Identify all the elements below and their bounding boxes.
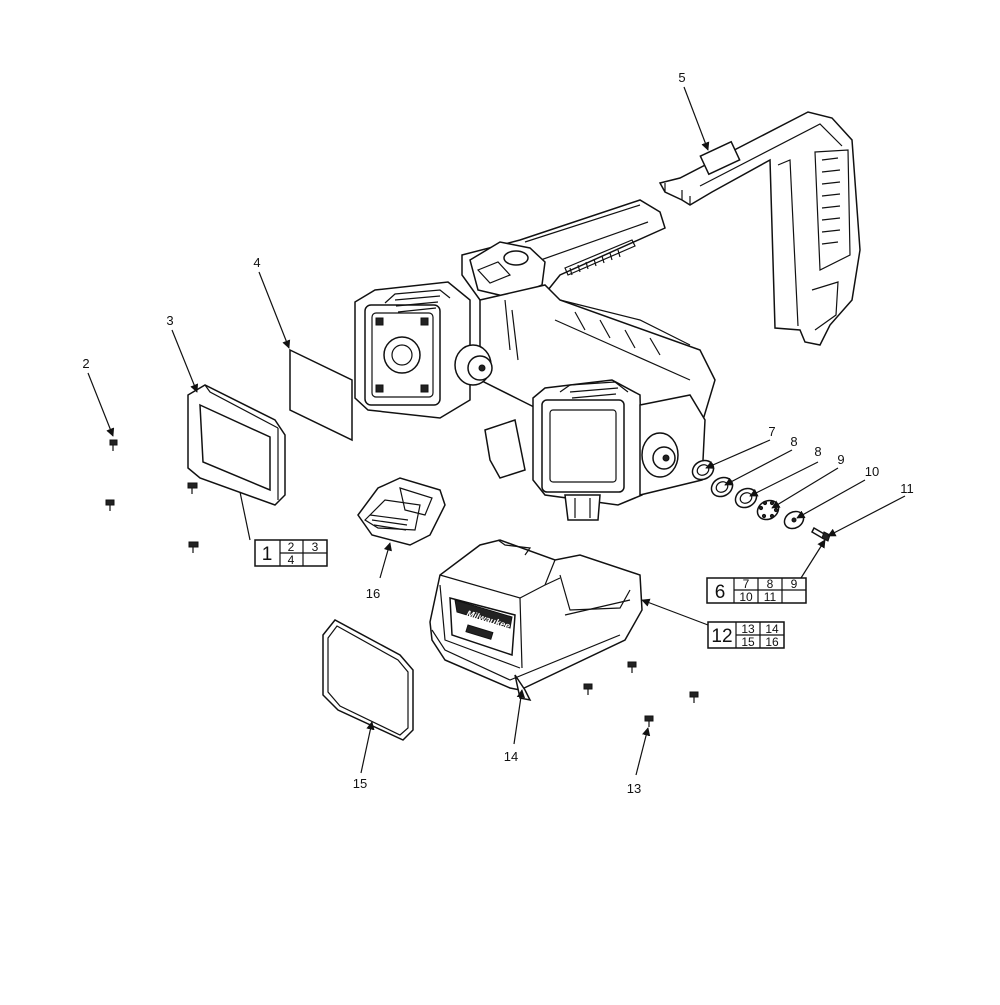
screw-icon	[583, 683, 593, 695]
kit-1-cell: 4	[288, 553, 295, 567]
kit-box-1: 1 2 3 4	[254, 539, 328, 567]
kit-12-main: 12	[711, 626, 732, 647]
callout-labels: 2 3 4 5 7 8 8 9 10 11 13 14 15 16	[82, 70, 913, 796]
kit-6-main: 6	[715, 582, 726, 603]
lens	[289, 348, 353, 442]
callout-16: 16	[366, 586, 380, 601]
screw-icon	[105, 499, 115, 511]
kit-12-cell: 16	[765, 635, 779, 649]
callout-7: 7	[768, 424, 775, 439]
screw-icon	[109, 439, 118, 451]
screw-icon	[187, 482, 198, 494]
screw-icon	[188, 541, 199, 553]
callout-11: 11	[900, 481, 914, 496]
kit-6-cell: 10	[739, 590, 753, 604]
screw-icon	[627, 661, 637, 673]
kit-12-cell: 15	[741, 635, 755, 649]
gasket	[322, 619, 414, 741]
callout-15: 15	[353, 776, 367, 791]
kit-6-cell: 7	[743, 577, 750, 591]
kit-box-12: 12 13 14 15 16	[707, 621, 785, 649]
callout-14: 14	[504, 749, 518, 764]
leader-lines	[87, 86, 906, 776]
callout-13: 13	[627, 781, 641, 796]
callout-8b: 8	[814, 444, 821, 459]
battery-housing: Milwaukee	[429, 539, 643, 702]
callout-9: 9	[837, 452, 844, 467]
callout-3: 3	[166, 313, 173, 328]
kit-1-cell: 3	[312, 540, 319, 554]
screw-icon	[644, 715, 654, 727]
callout-4: 4	[253, 255, 260, 270]
kit-box-6: 6 7 8 9 10 11	[706, 577, 807, 604]
screw-icon	[811, 526, 831, 542]
mounting-bracket	[658, 111, 861, 346]
kit-6-cell: 11	[764, 590, 777, 604]
callout-8a: 8	[790, 434, 797, 449]
battery-latch	[357, 477, 446, 546]
kit-1-main: 1	[262, 544, 273, 565]
kit-12-cell: 13	[741, 622, 755, 636]
callout-2: 2	[82, 356, 89, 371]
bezel-frame	[187, 384, 286, 506]
bracket-grip-ridges	[814, 149, 851, 271]
screws	[105, 439, 699, 727]
callout-5: 5	[678, 70, 685, 85]
washers	[691, 459, 831, 542]
kit-6-cell: 9	[791, 577, 798, 591]
kit-12-cell: 14	[765, 622, 779, 636]
screw-icon	[689, 691, 699, 703]
kit-1-cell: 2	[288, 540, 295, 554]
light-assembly	[354, 199, 716, 521]
callout-10: 10	[865, 464, 879, 479]
kit-6-cell: 8	[767, 577, 774, 591]
